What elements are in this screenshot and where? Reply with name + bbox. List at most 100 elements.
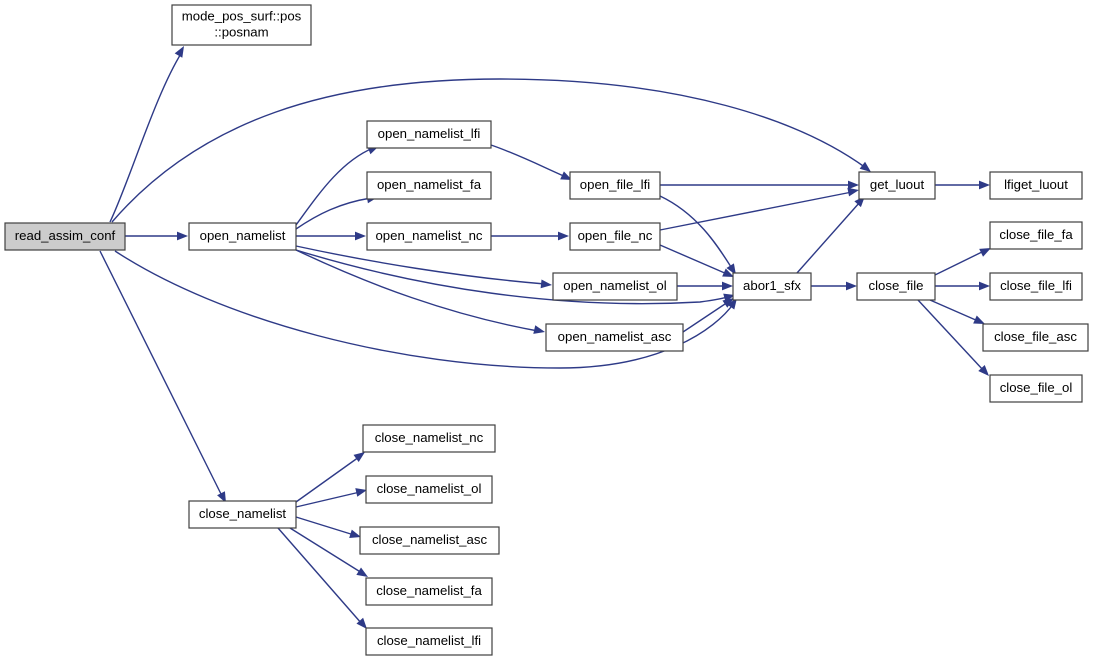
edge-open_file_nc-to-get_luout bbox=[659, 187, 859, 231]
arrowhead-icon bbox=[722, 281, 733, 291]
node-box[interactable] bbox=[545, 323, 684, 352]
edge-line bbox=[295, 516, 355, 536]
node-box[interactable] bbox=[982, 323, 1089, 352]
node-box[interactable] bbox=[858, 171, 936, 200]
node-box[interactable] bbox=[4, 222, 126, 251]
edge-line bbox=[490, 144, 567, 178]
arrowhead-icon bbox=[356, 617, 367, 629]
edge-line bbox=[917, 299, 985, 372]
node-read_assim_conf[interactable]: read_assim_conf bbox=[4, 222, 126, 251]
node-box[interactable] bbox=[362, 424, 496, 453]
node-label: close_namelist_asc bbox=[372, 532, 487, 547]
node-box[interactable] bbox=[856, 272, 936, 301]
edge-line bbox=[109, 51, 183, 223]
edge-line bbox=[295, 456, 360, 503]
node-box[interactable] bbox=[569, 171, 661, 200]
edge-line bbox=[295, 147, 374, 226]
edge-close_namelist-to-close_namelist_lfi bbox=[277, 527, 367, 629]
edge-close_namelist-to-close_namelist_nc bbox=[295, 452, 365, 503]
node-box[interactable] bbox=[989, 272, 1083, 301]
node-box[interactable] bbox=[366, 222, 492, 251]
node-label: open_namelist_nc bbox=[375, 228, 482, 243]
edge-open_file_nc-to-abor1_sfx bbox=[659, 244, 734, 277]
edge-read_assim_conf-to-mode_pos_surf bbox=[109, 46, 184, 223]
nodes-layer: read_assim_conf mode_pos_surf::pos::posna… bbox=[4, 4, 1089, 656]
edge-close_file-to-close_file_asc bbox=[929, 299, 985, 324]
node-label: close_namelist_nc bbox=[375, 430, 484, 445]
node-label: open_namelist bbox=[200, 228, 286, 243]
node-mode_pos_surf[interactable]: mode_pos_surf::pos::posnam bbox=[171, 4, 312, 46]
node-open_namelist_lfi[interactable]: open_namelist_lfi bbox=[366, 120, 492, 149]
edge-line bbox=[111, 78, 867, 223]
node-close_namelist[interactable]: close_namelist bbox=[188, 500, 297, 529]
arrowhead-icon bbox=[848, 180, 859, 190]
node-label: close_file_ol bbox=[1000, 380, 1073, 395]
node-label: abor1_sfx bbox=[743, 278, 801, 293]
edge-line bbox=[659, 191, 853, 231]
node-box[interactable] bbox=[989, 221, 1083, 250]
node-box[interactable] bbox=[366, 120, 492, 149]
node-close_file[interactable]: close_file bbox=[856, 272, 936, 301]
node-box[interactable] bbox=[365, 627, 493, 656]
node-open_namelist[interactable]: open_namelist bbox=[188, 222, 297, 251]
node-box[interactable] bbox=[171, 4, 312, 46]
node-close_namelist_asc[interactable]: close_namelist_asc bbox=[359, 526, 500, 555]
node-get_luout[interactable]: get_luout bbox=[858, 171, 936, 200]
node-lfiget_luout[interactable]: lfiget_luout bbox=[989, 171, 1083, 200]
node-close_file_lfi[interactable]: close_file_lfi bbox=[989, 272, 1083, 301]
node-close_file_fa[interactable]: close_file_fa bbox=[989, 221, 1083, 250]
edge-open_namelist-to-open_namelist_asc bbox=[295, 249, 545, 334]
node-close_namelist_ol[interactable]: close_namelist_ol bbox=[365, 475, 493, 504]
node-label: open_file_nc bbox=[578, 228, 653, 243]
node-label: open_file_lfi bbox=[580, 177, 650, 192]
node-label: mode_pos_surf::pos bbox=[182, 8, 302, 23]
edges-layer bbox=[99, 46, 991, 629]
node-label: close_namelist_ol bbox=[377, 481, 482, 496]
arrowhead-icon bbox=[722, 298, 734, 308]
node-label: close_namelist_fa bbox=[376, 583, 482, 598]
edge-open_file_lfi-to-abor1_sfx bbox=[659, 195, 736, 275]
node-label: read_assim_conf bbox=[15, 228, 116, 243]
node-box[interactable] bbox=[188, 500, 297, 529]
arrowhead-icon bbox=[353, 452, 365, 463]
edge-line bbox=[99, 250, 223, 497]
node-box[interactable] bbox=[188, 222, 297, 251]
node-abor1_sfx[interactable]: abor1_sfx bbox=[732, 272, 812, 301]
edge-line bbox=[934, 250, 985, 276]
arrowhead-icon bbox=[560, 171, 572, 180]
arrowhead-icon bbox=[846, 281, 857, 291]
node-box[interactable] bbox=[365, 475, 493, 504]
arrowhead-icon bbox=[558, 231, 569, 241]
node-box[interactable] bbox=[365, 577, 493, 606]
arrowhead-icon bbox=[727, 298, 737, 310]
edge-close_namelist-to-close_namelist_asc bbox=[295, 516, 361, 538]
arrowhead-icon bbox=[979, 281, 990, 291]
arrowhead-icon bbox=[978, 364, 989, 376]
edge-open_namelist_asc-to-abor1_sfx bbox=[682, 298, 734, 333]
node-close_namelist_fa[interactable]: close_namelist_fa bbox=[365, 577, 493, 606]
edge-read_assim_conf-to-get_luout bbox=[111, 78, 871, 223]
node-close_namelist_lfi[interactable]: close_namelist_lfi bbox=[365, 627, 493, 656]
node-open_namelist_asc[interactable]: open_namelist_asc bbox=[545, 323, 684, 352]
node-open_namelist_ol[interactable]: open_namelist_ol bbox=[552, 272, 678, 301]
edge-close_namelist-to-close_namelist_fa bbox=[289, 527, 368, 577]
edge-line bbox=[659, 195, 734, 271]
node-box[interactable] bbox=[989, 374, 1083, 403]
node-box[interactable] bbox=[732, 272, 812, 301]
node-box[interactable] bbox=[552, 272, 678, 301]
node-open_file_lfi[interactable]: open_file_lfi bbox=[569, 171, 661, 200]
node-open_namelist_fa[interactable]: open_namelist_fa bbox=[366, 171, 492, 200]
node-open_file_nc[interactable]: open_file_nc bbox=[569, 222, 661, 251]
arrowhead-icon bbox=[979, 180, 990, 190]
node-close_namelist_nc[interactable]: close_namelist_nc bbox=[362, 424, 496, 453]
node-close_file_ol[interactable]: close_file_ol bbox=[989, 374, 1083, 403]
node-box[interactable] bbox=[989, 171, 1083, 200]
edge-line bbox=[289, 527, 363, 574]
node-open_namelist_nc[interactable]: open_namelist_nc bbox=[366, 222, 492, 251]
node-box[interactable] bbox=[359, 526, 500, 555]
arrowhead-icon bbox=[356, 567, 368, 577]
node-close_file_asc[interactable]: close_file_asc bbox=[982, 323, 1089, 352]
node-box[interactable] bbox=[569, 222, 661, 251]
node-box[interactable] bbox=[366, 171, 492, 200]
